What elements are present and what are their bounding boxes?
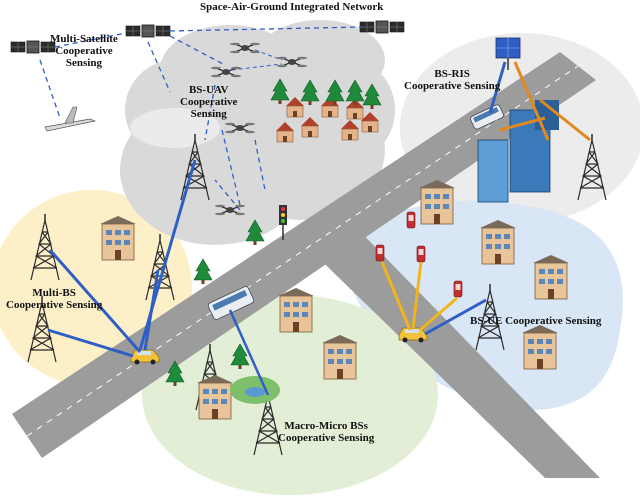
building-icon-macro-3 <box>321 334 359 380</box>
macro-links <box>228 309 270 396</box>
ris-panel-icon <box>495 37 521 70</box>
multibs-links <box>47 159 197 358</box>
traffic-light-icon <box>279 205 287 240</box>
satellite-icon-center <box>125 24 171 38</box>
car-icon-right <box>398 327 428 343</box>
skyscraper-icons <box>477 100 559 203</box>
building-icon-bsue-3 <box>532 254 570 300</box>
label-multi-satellite: Multi-Satellite Cooperative Sensing <box>50 33 118 69</box>
building-icon-bsue-1 <box>418 179 456 225</box>
satellite-links <box>39 26 363 211</box>
car-icon-left <box>130 349 160 365</box>
bus-icon-road <box>207 286 255 320</box>
label-bs-uav: BS-UAV Cooperative Sensing <box>180 84 238 120</box>
phone-icon-4 <box>453 280 463 298</box>
park <box>230 376 280 404</box>
phone-icon-3 <box>406 211 416 229</box>
page-title: Space-Air-Ground Integrated Network <box>200 1 384 13</box>
road-branch <box>300 216 600 478</box>
satellite-icon-left <box>10 40 56 54</box>
tree-icon <box>193 258 213 285</box>
building-icon-macro-2 <box>277 287 315 333</box>
building-icon-multibs <box>99 215 137 261</box>
label-multi-bs: Multi-BS Cooperative Sensing <box>6 287 103 311</box>
bus-icon-ris <box>470 104 504 130</box>
building-icon-bsue-4 <box>521 324 559 370</box>
phone-icon-2 <box>416 245 426 263</box>
phone-icon-1 <box>375 244 385 262</box>
satellite-icon-right <box>359 20 405 34</box>
ris-links <box>488 61 591 142</box>
label-bs-ue: BS-UE Cooperative Sensing <box>470 315 602 327</box>
label-bs-ris: BS-RIS Cooperative Sensing <box>404 68 501 92</box>
label-macro-micro: Macro-Micro BSs Cooperative Sensing <box>278 420 375 444</box>
airplane-icon <box>44 106 97 132</box>
building-icon-bsue-2 <box>479 219 517 265</box>
macro-micro-region <box>142 295 438 495</box>
bsue-links <box>380 261 487 336</box>
building-icon-macro-1 <box>196 374 234 420</box>
